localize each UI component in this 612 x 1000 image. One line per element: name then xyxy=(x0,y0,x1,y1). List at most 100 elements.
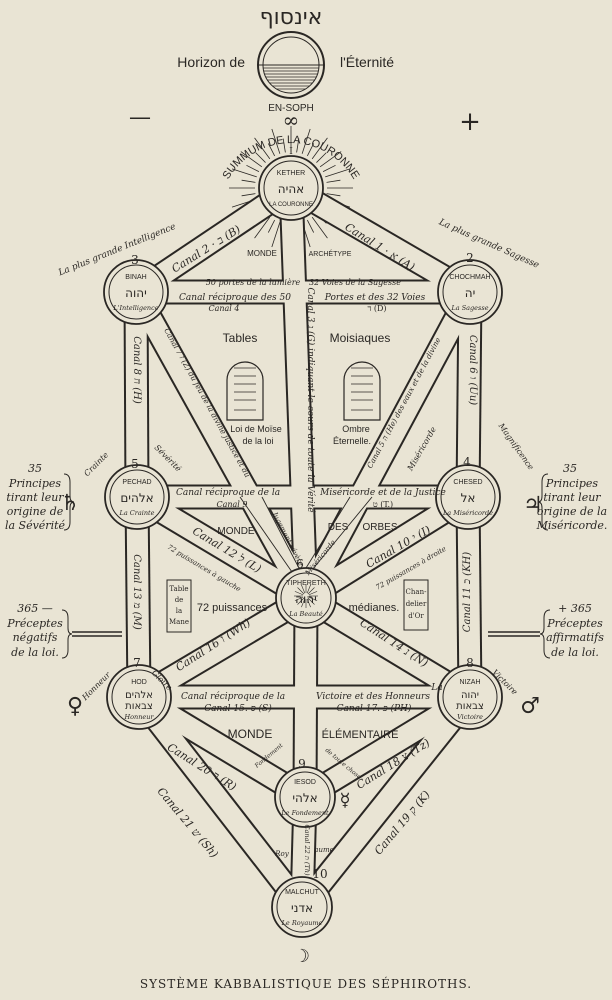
sephira-binah: BINAH יהוה L'Intelligence 3 xyxy=(103,253,169,325)
label-canal-17-a: Victoire et des Honneurs xyxy=(316,692,430,702)
sephira-hebrew: אל xyxy=(461,491,476,505)
sephira-french: Le Fondement xyxy=(280,809,329,817)
sephira-hebrew: אלהים xyxy=(120,491,153,505)
label-eternelle: Éternelle. xyxy=(333,436,371,446)
infinity-symbol: ∞ xyxy=(283,108,300,132)
hebrew-title: אינסוף xyxy=(260,5,323,30)
sephira-hebrew: אלהים xyxy=(125,690,153,701)
tablet-left-icon xyxy=(226,361,264,421)
label-aume: aume xyxy=(314,846,333,854)
label-canal-9-d: ט (T.) xyxy=(373,500,393,509)
sephira-tiphereth: TIPHERETH יהוה La Beauté 6 xyxy=(275,557,337,629)
tablet-right-icon xyxy=(343,361,381,421)
right-notes: 35 Principes tirant leur origine de la M… xyxy=(488,462,607,659)
note-text: 35 xyxy=(563,462,577,475)
sephira-name: CHESED xyxy=(453,479,482,486)
label-canal-22: Canal 22 ת (Th) xyxy=(303,824,311,875)
label-loi-moise: Loi de Moïse xyxy=(230,424,282,434)
sephira-french: Honneur xyxy=(123,713,154,721)
note-text: Préceptes xyxy=(6,617,63,630)
note-text: négatifs xyxy=(13,631,58,644)
label-des: DES xyxy=(328,522,349,533)
note-text: Principes xyxy=(545,477,598,490)
label-canal-4-d: ד (D) xyxy=(367,304,386,313)
label-severite: Sévérité xyxy=(153,443,183,473)
sephira-name: HOD xyxy=(131,679,147,686)
sephira-name: NIZAH xyxy=(460,679,481,686)
sephira-french: La Sagesse xyxy=(450,304,488,312)
note-text: de la loi. xyxy=(11,646,59,659)
label-canal-9-a: Canal réciproque de la xyxy=(176,487,280,498)
label-canal-6: Canal 6 ו (Uu) xyxy=(467,335,478,405)
label-canal-4-b: Canal 4 xyxy=(208,304,239,313)
sephira-number: 4 xyxy=(463,455,471,469)
sephira-number: 2 xyxy=(466,251,474,265)
saturn-icon: ♄ xyxy=(60,491,80,516)
label-roy: Roy xyxy=(274,850,289,858)
note-text: 35 xyxy=(28,462,42,475)
chandelier-text: d'Or xyxy=(408,612,424,620)
sephira-hebrew: אלהי xyxy=(292,791,317,805)
note-text: Miséricorde. xyxy=(536,519,608,532)
mercury-icon: ☿ xyxy=(339,790,350,811)
sephira-hebrew: יהוה xyxy=(125,286,147,300)
sephira-number: 3 xyxy=(131,253,139,267)
label-mosaiques: Moisiaques xyxy=(330,331,391,345)
label-greatest-wisdom: La plus grande Sagesse xyxy=(436,217,540,271)
label-canal-11: Canal 11 כ (KH) xyxy=(462,552,473,632)
label-ombre: Ombre xyxy=(342,424,370,434)
note-text: origine de la xyxy=(537,505,607,518)
label-orbes: ORBES xyxy=(362,522,397,533)
header: אינסוף Horizon de l'Éternité EN-SOPH ∞ —… xyxy=(129,5,481,181)
sephira-hebrew: אדני xyxy=(291,901,313,915)
table-mane-text: la xyxy=(176,607,182,615)
sephira-number: 6 xyxy=(296,557,304,571)
label-medianes: médianes. xyxy=(349,602,400,614)
label-monde-el: MONDE xyxy=(228,727,273,741)
note-text: 365 — xyxy=(17,602,53,615)
sephira-name: CHOCHMAH xyxy=(449,274,490,281)
label-monde: MONDE xyxy=(247,249,277,258)
sephira-iesod: IESOD אלהי Le Fondement 9 xyxy=(274,757,336,828)
sephira-name: IESOD xyxy=(294,779,316,786)
sephira-french: L'Intelligence xyxy=(112,304,158,312)
label-voies-32: 32 Voies de la Sagesse xyxy=(309,278,401,287)
sephira-name: PECHAD xyxy=(122,479,151,486)
sephira-hebrew-2: צבאות xyxy=(456,701,484,712)
sephira-number: 9 xyxy=(298,757,306,771)
sephira-hebrew: יהוה xyxy=(295,592,317,606)
sephira-french: La Beauté xyxy=(288,610,323,618)
sephira-number: 10 xyxy=(312,867,327,881)
label-archetype: ARCHÉTYPE xyxy=(309,249,352,258)
sephira-name: TIPHERETH xyxy=(286,580,326,587)
table-mane-box xyxy=(166,579,192,633)
sephira-hebrew: יה xyxy=(465,286,476,300)
sephira-name: BINAH xyxy=(125,274,146,281)
sephira-chochmah: CHOCHMAH יה La Sagesse 2 xyxy=(437,251,503,325)
label-elementaire: ÉLÉMENTAIRE xyxy=(322,728,399,741)
sephira-french: Victoire xyxy=(457,713,483,721)
label-la: La xyxy=(430,683,442,693)
caption: SYSTÈME KABBALISTIQUE DES SÉPHIROTHS. xyxy=(140,976,472,991)
label-canal-15-a: Canal réciproque de la xyxy=(181,691,285,702)
sephira-hebrew-2: צבאות xyxy=(125,701,153,712)
note-text: Préceptes xyxy=(546,617,603,630)
jupiter-icon: ♃ xyxy=(523,493,543,518)
sephira-name: KETHER xyxy=(277,170,305,177)
note-text: affirmatifs xyxy=(546,631,604,644)
moon-icon: ☽ xyxy=(294,946,310,967)
label-canal-17-b: Canal 17. פ (PH) xyxy=(337,703,412,714)
label-canal-9-c: Miséricorde et de la Justice xyxy=(319,487,446,498)
sephira-french: LA COURONNE xyxy=(269,202,313,208)
chandelier-box xyxy=(403,579,429,631)
mars-icon: ♂ xyxy=(520,694,540,719)
label-puissances-72: 72 puissances xyxy=(197,602,268,614)
